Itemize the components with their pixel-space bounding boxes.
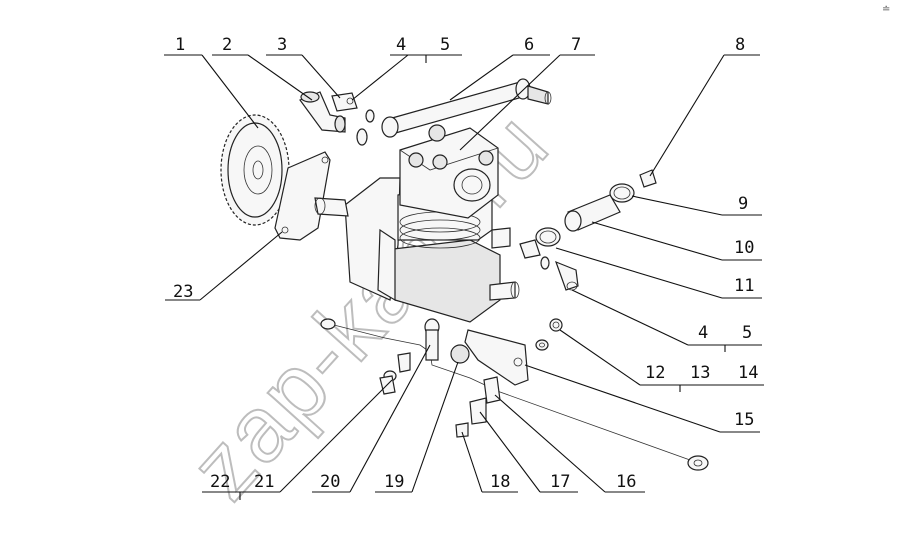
bracket (450, 329, 529, 386)
callout-8: 8 (735, 35, 745, 55)
gasket (274, 151, 331, 241)
callout-20: 20 (320, 472, 340, 492)
elbow-fitting (299, 91, 346, 133)
hose-clamp-lower (535, 227, 561, 247)
hose (564, 194, 621, 232)
right-elbow (639, 169, 657, 188)
callout-1: 1 (175, 35, 185, 55)
small-bolt (455, 422, 469, 438)
compressor-body (314, 124, 520, 323)
clip-bolt (469, 397, 487, 425)
callout-15: 15 (734, 410, 754, 430)
callout-18: 18 (490, 472, 510, 492)
right-union (519, 239, 579, 291)
nut (549, 318, 563, 332)
callout-5-top: 5 (440, 35, 450, 55)
callout-3: 3 (277, 35, 287, 55)
callout-17: 17 (550, 472, 570, 492)
callout-7: 7 (571, 35, 581, 55)
callout-12: 12 (645, 363, 665, 383)
callout-6: 6 (524, 35, 534, 55)
callout-19: 19 (384, 472, 404, 492)
hose-clamp-upper (609, 183, 635, 203)
union-fitting (331, 92, 358, 112)
callout-4-right: 4 (698, 323, 708, 343)
banjo-bolt (397, 352, 411, 373)
callout-21: 21 (254, 472, 274, 492)
callout-labels: 1 2 3 4 5 6 7 8 9 10 11 4 5 12 13 14 15 … (173, 35, 758, 492)
callout-9: 9 (738, 194, 748, 214)
washer (535, 339, 549, 351)
banjo-fitting (424, 318, 440, 361)
callout-10: 10 (734, 238, 754, 258)
callout-2: 2 (222, 35, 232, 55)
seal-ring-upper (356, 109, 375, 146)
callout-14: 14 (738, 363, 758, 383)
corner-mark: ≐ (882, 4, 890, 15)
callout-11: 11 (734, 276, 754, 296)
callout-16: 16 (616, 472, 636, 492)
leader-lines (164, 54, 764, 500)
callout-23: 23 (173, 282, 193, 302)
callout-22: 22 (210, 472, 230, 492)
callout-4-top: 4 (396, 35, 406, 55)
callout-13: 13 (690, 363, 710, 383)
callout-5-right: 5 (742, 323, 752, 343)
